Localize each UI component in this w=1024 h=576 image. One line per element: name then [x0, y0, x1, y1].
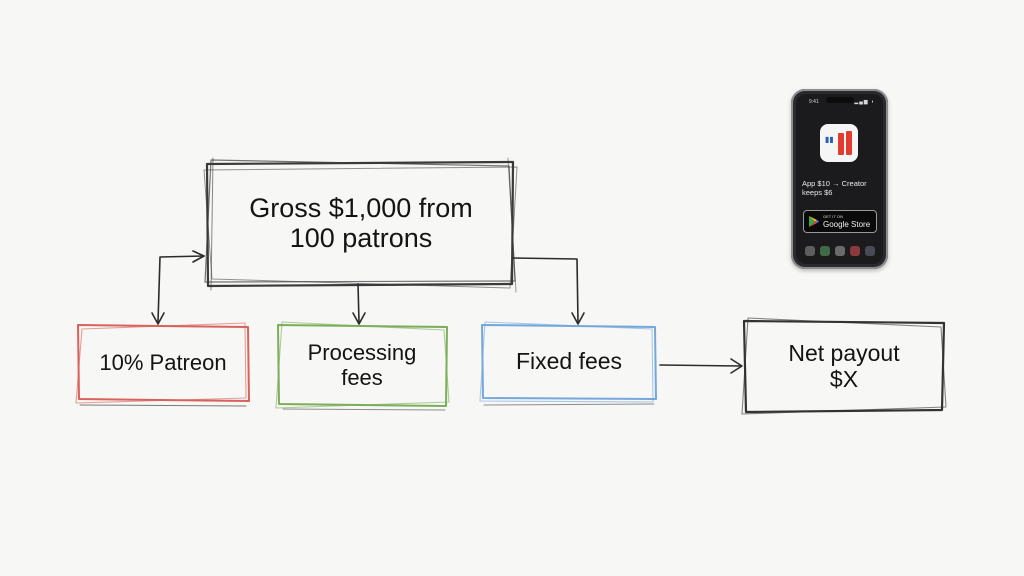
- net-line2: $X: [829, 366, 859, 392]
- status-time: 9:41: [809, 99, 819, 105]
- app-text-line2: keeps $6: [802, 188, 833, 197]
- net-box-outline: [741, 317, 947, 415]
- status-icons: ▂▄▆ ◗: [854, 99, 875, 105]
- processing-line1: Processing: [307, 340, 417, 366]
- app-icon[interactable]: ▮▮: [820, 124, 858, 162]
- patreon-node: 10% Patreon: [80, 328, 246, 398]
- patreon-box-outline: [75, 322, 250, 407]
- phone-dock: [805, 246, 875, 258]
- fixed-box-outline: [479, 321, 657, 406]
- arrow-gross-to-processing: [352, 283, 366, 325]
- processing-line2: fees: [341, 365, 383, 390]
- phone-illustration: 9:41 ▂▄▆ ◗ ▮▮ App $10 → Creator keeps $6…: [791, 89, 888, 269]
- phone-screen: 9:41 ▂▄▆ ◗ ▮▮ App $10 → Creator keeps $6…: [796, 94, 883, 264]
- gross-line2: 100 patrons: [289, 223, 433, 253]
- phone-notch: [826, 97, 854, 103]
- dock-app-icon[interactable]: [805, 246, 815, 256]
- dock-app-icon[interactable]: [850, 246, 860, 256]
- net-node: Net payout $X: [748, 323, 940, 411]
- dock-app-icon[interactable]: [865, 246, 875, 256]
- play-store-icon: [809, 216, 819, 227]
- net-line1: Net payout: [788, 340, 900, 367]
- gross-node: Gross $1,000 from 100 patrons: [214, 168, 508, 278]
- app-logo-bar-icon: [846, 131, 852, 155]
- store-badge-name: Google Store: [823, 220, 871, 229]
- processing-box-outline: [275, 321, 450, 411]
- processing-node: Processing fees: [281, 327, 443, 405]
- gross-box-outline: [203, 157, 518, 293]
- app-description: App $10 → Creator keeps $6: [802, 179, 880, 197]
- app-logo-mark-icon: ▮▮: [825, 135, 834, 144]
- store-badge-button[interactable]: GET IT ON Google Store: [803, 210, 877, 233]
- arrow-fixed-to-net: [659, 358, 743, 374]
- arrow-gross-to-fixed: [512, 257, 585, 325]
- store-badge-caption: GET IT ON: [823, 214, 843, 219]
- fixed-label: Fixed fees: [515, 348, 623, 375]
- dock-app-icon[interactable]: [820, 246, 830, 256]
- patreon-label: 10% Patreon: [99, 349, 227, 375]
- gross-line1: Gross $1,000 from: [249, 192, 473, 223]
- dock-app-icon[interactable]: [835, 246, 845, 256]
- app-text-line1: App $10 → Creator: [802, 179, 867, 188]
- arrow-gross-to-patreon: [151, 250, 205, 325]
- fixed-node: Fixed fees: [485, 327, 653, 397]
- app-logo-bar-icon: [838, 133, 844, 155]
